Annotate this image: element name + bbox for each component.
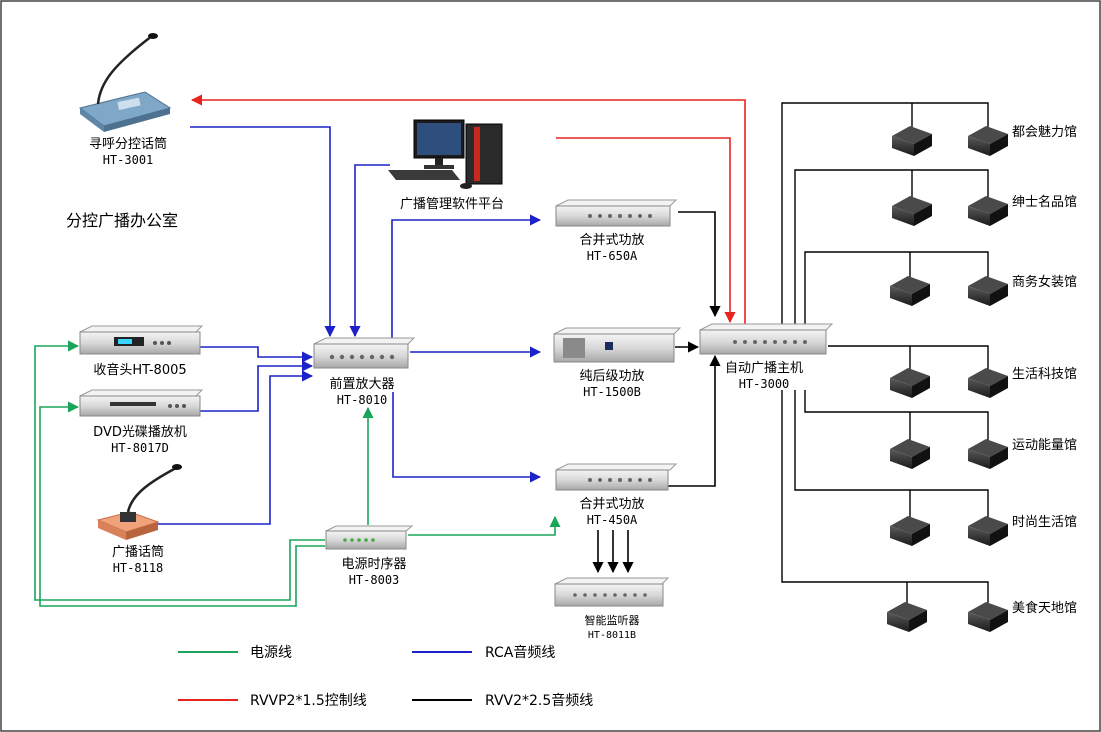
amp-650-device — [555, 199, 678, 227]
speaker-left — [887, 602, 927, 632]
zone-label: 都会魅力馆 — [1012, 125, 1077, 140]
legend-label-audio: RVV2*2.5音频线 — [485, 692, 593, 709]
tuner-name: 收音头HT-8005 — [93, 362, 186, 378]
wire-host-to-mic — [190, 94, 746, 325]
speaker-left — [890, 368, 930, 398]
pager-mic-name: 寻呼分控话筒 — [89, 136, 167, 152]
wires-zones — [781, 102, 989, 605]
legend-label-rca: RCA音频线 — [485, 644, 555, 661]
dvd-model: HT-8017D — [111, 441, 169, 455]
sequencer-device — [325, 525, 414, 550]
software-name: 广播管理软件平台 — [400, 197, 504, 212]
amp-450-model: HT-450A — [587, 513, 638, 527]
speaker-left — [890, 439, 930, 469]
speaker-right — [968, 276, 1008, 306]
zone-label: 生活科技馆 — [1012, 367, 1077, 382]
monitor-model: HT-8011B — [588, 630, 636, 641]
wire-deskmic-to-preamp — [158, 370, 314, 525]
speaker-right — [968, 439, 1008, 469]
dvd-name: DVD光碟播放机 — [93, 425, 187, 440]
speaker-right — [968, 602, 1008, 632]
wires-power — [34, 340, 561, 607]
preamp-model: HT-8010 — [337, 393, 388, 407]
wires-rca — [158, 126, 542, 525]
preamp-device — [313, 337, 416, 369]
wire-dvd-to-preamp — [200, 360, 314, 412]
wire-seq-to-450 — [408, 515, 561, 536]
wire-seq-to-dvd — [39, 401, 325, 607]
wire-450-to-host — [668, 354, 721, 487]
wire-mic-to-preamp — [190, 126, 336, 338]
wires-control — [190, 94, 746, 325]
host-model: HT-3000 — [739, 377, 790, 391]
legend-label-control: RVVP2*1.5控制线 — [250, 693, 367, 709]
speaker-left — [890, 276, 930, 306]
sequencer-name: 电源时序器 — [341, 557, 406, 572]
amp-450-device — [555, 463, 678, 491]
tuner-device — [79, 325, 204, 355]
speaker-right — [968, 368, 1008, 398]
speaker-right — [968, 126, 1008, 156]
zone-label: 运动能量馆 — [1012, 438, 1077, 453]
sequencer-model: HT-8003 — [349, 573, 400, 587]
desk-mic-model: HT-8118 — [113, 561, 164, 575]
wire-preamp-to-650 — [391, 214, 542, 338]
zone-label: 美食天地馆 — [1012, 600, 1077, 616]
wire-pc-to-preamp — [349, 164, 390, 338]
amp-1500-device — [553, 327, 682, 363]
dvd-device — [79, 389, 204, 417]
wire-tuner-to-preamp — [200, 346, 314, 363]
desk-mic-name: 广播话筒 — [112, 544, 164, 560]
speaker-left — [892, 126, 932, 156]
amp-450-name: 合并式功放 — [579, 497, 644, 512]
amp-650-model: HT-650A — [587, 249, 638, 263]
host-name: 自动广播主机 — [725, 361, 803, 376]
wire-seq-to-tuner — [34, 340, 325, 601]
computer-device — [388, 119, 503, 189]
speaker-right — [968, 196, 1008, 226]
monitor-name: 智能监听器 — [585, 613, 640, 627]
pager-mic-model: HT-3001 — [103, 153, 154, 167]
room-label: 分控广播办公室 — [66, 211, 178, 230]
wires-audio — [592, 211, 721, 574]
speaker-right — [968, 516, 1008, 546]
desk-mic-device — [96, 464, 182, 540]
wire-650-to-host — [678, 211, 721, 318]
amp-1500-model: HT-1500B — [583, 385, 641, 399]
speaker-left — [890, 516, 930, 546]
legend: 电源线 RCA音频线 RVVP2*1.5控制线 RVV2*2.5音频线 — [178, 644, 593, 709]
monitor-device — [554, 577, 670, 607]
zone-label: 绅士名品馆 — [1012, 194, 1077, 210]
wire-pc-to-host — [556, 137, 736, 324]
host-device — [699, 323, 834, 355]
zone-label: 时尚生活馆 — [1012, 515, 1077, 530]
amp-1500-name: 纯后级功放 — [579, 369, 644, 384]
speaker-left — [892, 196, 932, 226]
pager-mic-device — [78, 33, 172, 132]
amp-650-name: 合并式功放 — [579, 233, 644, 248]
wire-preamp-to-450 — [392, 392, 542, 483]
legend-label-power: 电源线 — [250, 645, 292, 661]
preamp-name: 前置放大器 — [329, 376, 394, 392]
zone-label: 商务女装馆 — [1012, 274, 1077, 290]
